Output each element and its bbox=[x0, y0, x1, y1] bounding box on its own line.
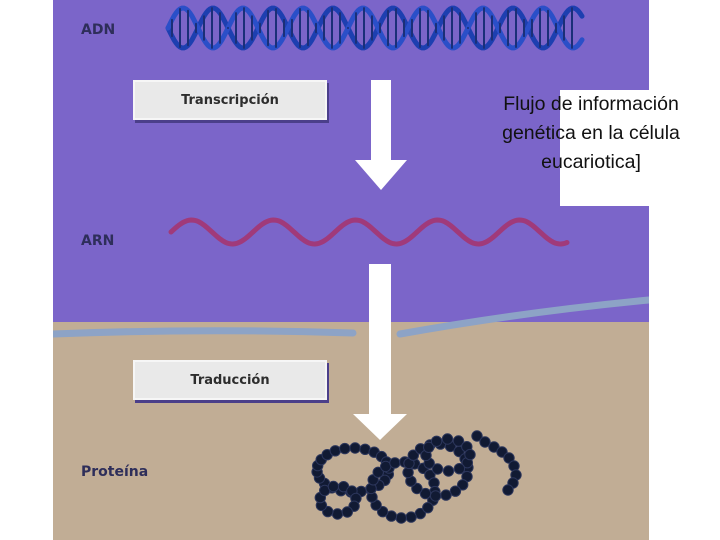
nuclear-envelope-right bbox=[396, 296, 649, 338]
dna-base-pairs bbox=[171, 7, 573, 49]
amino-acid-bead bbox=[389, 457, 401, 469]
gene-flow-figure: ADN ARN Proteína Transcripción Traducció… bbox=[53, 0, 649, 540]
amino-acid-bead bbox=[341, 506, 353, 518]
amino-acid-bead bbox=[423, 441, 435, 453]
nucleus-region bbox=[53, 0, 649, 330]
amino-acid-bead bbox=[471, 430, 483, 442]
amino-acid-bead bbox=[407, 449, 419, 461]
rna-label: ARN bbox=[81, 233, 115, 249]
amino-acid-bead bbox=[430, 435, 443, 447]
amino-acid-bead bbox=[441, 433, 454, 445]
rna-strand bbox=[168, 217, 570, 247]
transcription-box: Transcripción bbox=[133, 80, 327, 120]
amino-acid-bead bbox=[464, 448, 476, 461]
amino-acid-bead bbox=[453, 463, 466, 475]
dna-helix bbox=[165, 5, 585, 51]
amino-acid-bead bbox=[431, 463, 444, 475]
protein-label: Proteína bbox=[81, 464, 149, 480]
amino-acid-bead bbox=[339, 442, 351, 455]
amino-acid-bead bbox=[449, 485, 462, 497]
diagram-graphics bbox=[53, 5, 649, 524]
amino-acid-bead bbox=[327, 480, 340, 493]
transcription-arrow bbox=[355, 80, 407, 190]
amino-acid-bead bbox=[429, 490, 442, 502]
amino-acid-bead bbox=[457, 479, 469, 491]
dna-label: ADN bbox=[81, 22, 116, 38]
amino-acid-bead bbox=[331, 508, 344, 520]
caption-backdrop bbox=[560, 90, 649, 206]
amino-acid-bead bbox=[395, 512, 407, 524]
figure-caption: Flujo de información genética en la célu… bbox=[502, 93, 680, 173]
amino-acid-bead bbox=[442, 465, 455, 477]
amino-acid-bead bbox=[452, 435, 465, 447]
amino-acid-bead bbox=[349, 442, 361, 454]
amino-acid-bead bbox=[503, 452, 515, 464]
amino-acid-bead bbox=[440, 489, 452, 501]
nuclear-envelope-left bbox=[53, 327, 357, 338]
translation-box: Traducción bbox=[133, 360, 327, 400]
protein-chain bbox=[311, 430, 522, 524]
dna-strand-a bbox=[165, 5, 585, 51]
dna-strand-b bbox=[165, 5, 585, 51]
amino-acid-bead bbox=[405, 511, 417, 523]
amino-acid-bead bbox=[488, 441, 500, 453]
amino-acid-bead bbox=[329, 445, 341, 457]
amino-acid-bead bbox=[422, 502, 434, 514]
amino-acid-bead bbox=[502, 484, 514, 496]
amino-acid-bead bbox=[479, 436, 491, 448]
translation-arrow bbox=[353, 264, 407, 440]
amino-acid-bead bbox=[411, 482, 423, 495]
amino-acid-bead bbox=[372, 466, 384, 478]
